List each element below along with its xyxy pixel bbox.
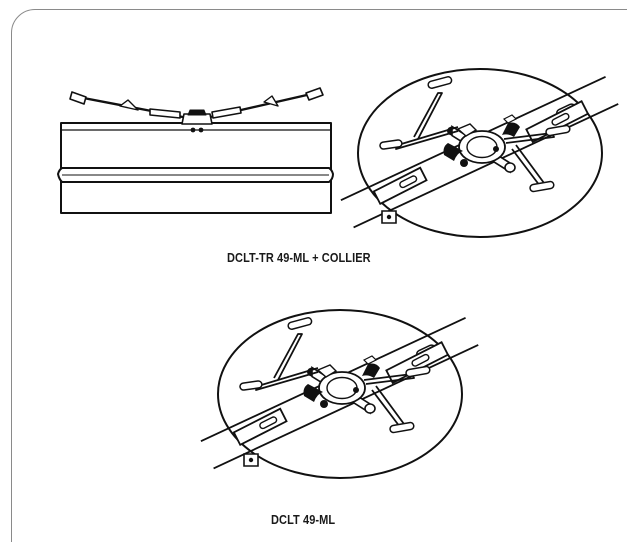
disc-assembly-top bbox=[341, 69, 618, 237]
caption-dclt-tr-49-ml-collier: DCLT-TR 49-ML + COLLIER bbox=[227, 251, 371, 265]
caption-dclt-49-ml: DCLT 49-ML bbox=[271, 513, 336, 527]
disc-assembly-bottom bbox=[201, 310, 478, 478]
side-view-drawing bbox=[57, 87, 334, 214]
